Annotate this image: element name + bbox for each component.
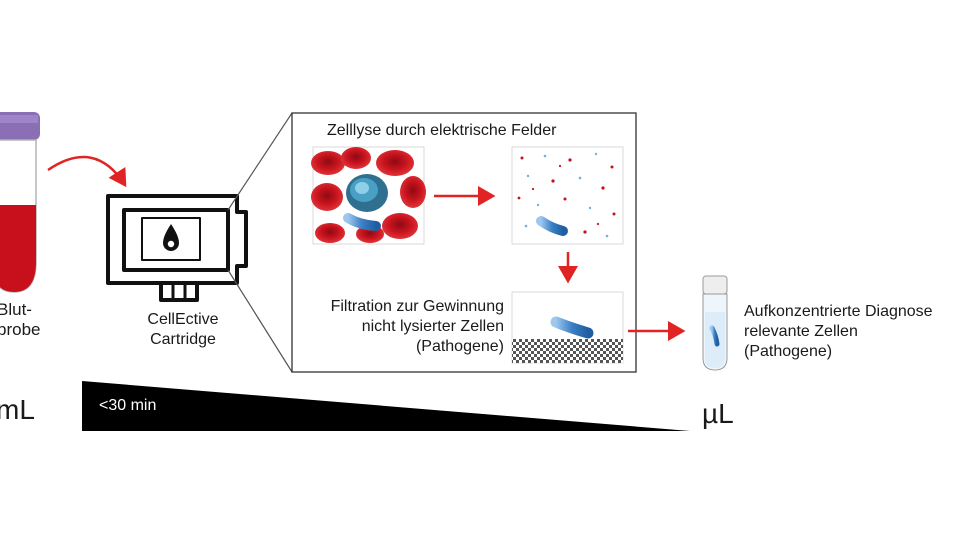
result-label: Aufkonzentrierte Diagnose relevante Zell… bbox=[744, 302, 933, 362]
timeline-wedge bbox=[82, 381, 690, 431]
filtration-label-line3: (Pathogene) bbox=[415, 338, 504, 355]
result-label-line1: Aufkonzentrierte Diagnose bbox=[744, 303, 933, 320]
result-label-line2: relevante Zellen bbox=[744, 323, 858, 340]
droplet-icon bbox=[163, 224, 179, 251]
filtration-label: Filtration zur Gewinnung nicht lysierter… bbox=[290, 297, 504, 357]
cartridge-label-line1: CellEctive bbox=[147, 311, 219, 328]
result-volume: µL bbox=[702, 398, 734, 429]
lysed-cells-image bbox=[511, 146, 624, 245]
sample-volume: mL bbox=[0, 394, 35, 425]
sample-label-line2: probe bbox=[0, 320, 41, 339]
zoom-line-bottom bbox=[227, 269, 293, 373]
timeline-label: <30 min bbox=[99, 397, 157, 414]
filter-image bbox=[511, 291, 624, 364]
blood-tube-icon bbox=[0, 112, 40, 293]
result-label-line3: (Pathogene) bbox=[744, 343, 833, 360]
sample-label-line1: Blut- bbox=[0, 300, 32, 319]
sample-label: Blut- probe bbox=[0, 300, 40, 340]
lysis-title: Zelllyse durch elektrische Felder bbox=[327, 122, 557, 139]
filtration-label-line2: nicht lysierter Zellen bbox=[361, 318, 504, 335]
zoom-line-top bbox=[227, 112, 293, 211]
filtration-label-line1: Filtration zur Gewinnung bbox=[330, 298, 504, 315]
blood-cells-image bbox=[311, 146, 426, 245]
arrow-tube-to-cartridge bbox=[47, 155, 127, 188]
result-tube-icon bbox=[702, 275, 728, 371]
cartridge-label-line2: Cartridge bbox=[150, 331, 216, 348]
cartridge-label: CellEctive Cartridge bbox=[128, 310, 238, 350]
cartridge-icon bbox=[106, 194, 248, 302]
